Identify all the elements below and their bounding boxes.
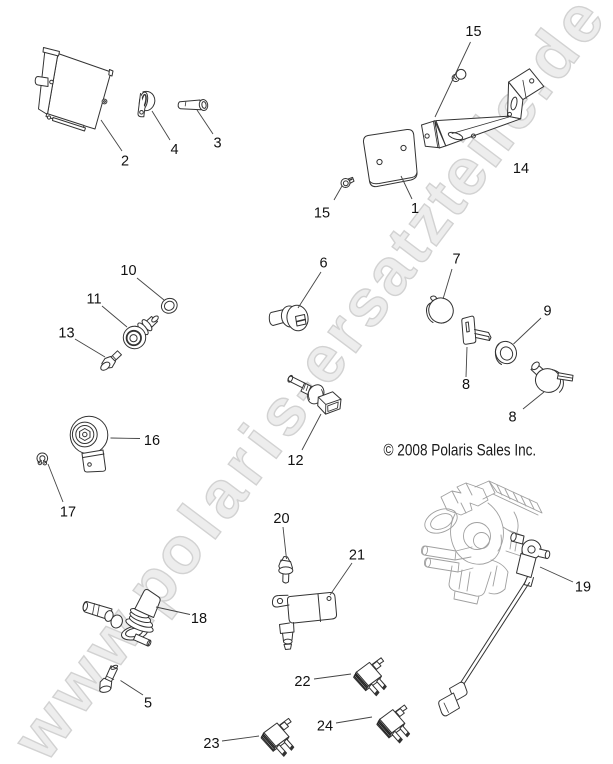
svg-text:19: 19: [575, 580, 591, 596]
svg-text:20: 20: [273, 511, 289, 527]
svg-text:11: 11: [86, 292, 101, 308]
svg-text:8: 8: [462, 377, 470, 393]
svg-text:7: 7: [452, 252, 460, 268]
svg-text:14: 14: [513, 161, 529, 177]
svg-text:22: 22: [294, 674, 310, 690]
svg-text:8: 8: [508, 410, 516, 426]
svg-text:17: 17: [60, 505, 76, 521]
svg-text:1: 1: [411, 201, 419, 217]
svg-text:18: 18: [191, 611, 207, 627]
svg-text:21: 21: [349, 548, 365, 564]
svg-text:12: 12: [287, 453, 303, 469]
svg-text:4: 4: [170, 142, 178, 158]
svg-text:10: 10: [120, 263, 136, 279]
svg-text:6: 6: [319, 256, 327, 272]
svg-text:9: 9: [543, 304, 551, 320]
svg-text:15: 15: [314, 206, 330, 222]
svg-text:© 2008 Polaris Sales Inc.: © 2008 Polaris Sales Inc.: [384, 441, 537, 460]
svg-text:15: 15: [465, 24, 481, 40]
svg-text:3: 3: [213, 136, 221, 152]
svg-text:24: 24: [317, 719, 333, 735]
svg-text:13: 13: [58, 326, 74, 342]
svg-text:16: 16: [144, 433, 160, 449]
svg-text:23: 23: [203, 736, 219, 752]
svg-text:2: 2: [121, 154, 129, 170]
svg-text:5: 5: [144, 696, 152, 712]
